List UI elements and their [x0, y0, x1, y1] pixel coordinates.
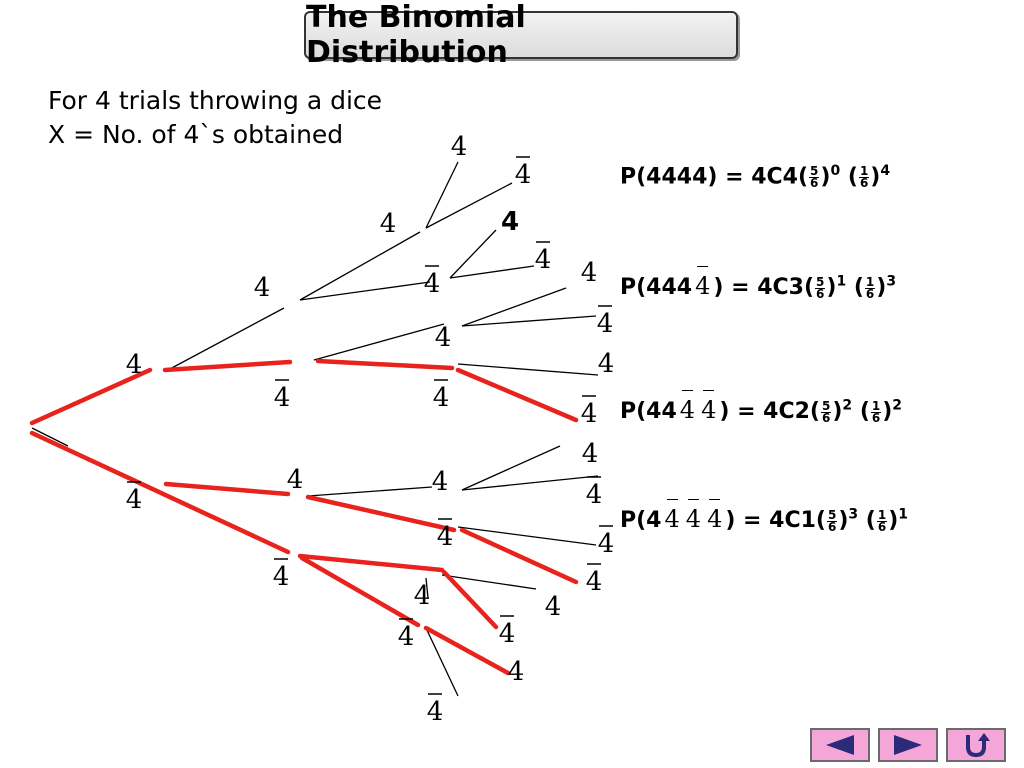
tree-node-not-four: 4	[424, 269, 441, 299]
previous-slide-button[interactable]	[810, 728, 870, 762]
tree-node-four: 4	[451, 132, 468, 162]
tree-node-four: 4	[414, 581, 431, 611]
u-turn-icon	[966, 733, 990, 758]
tree-node-four: 4	[435, 323, 452, 353]
tree-node-four: 4	[582, 439, 599, 469]
tree-node-not-four: 4	[437, 522, 454, 552]
tree-branch	[425, 577, 429, 599]
tree-node-four: 4	[581, 258, 598, 288]
highlighted-branch	[423, 625, 511, 676]
tree-node-not-four: 4	[499, 619, 516, 649]
highlighted-branch	[299, 555, 421, 628]
tree-branch	[449, 265, 535, 279]
tree-node-four: 4	[501, 207, 519, 237]
tree-node-not-four: 4	[273, 562, 290, 592]
next-slide-button[interactable]	[878, 728, 938, 762]
tree-node-not-four: 4	[586, 480, 603, 510]
tree-node-not-four: 4	[581, 399, 598, 429]
tree-node-not-four: 4	[597, 309, 614, 339]
tree-branch	[299, 281, 431, 301]
tree-node-not-four: 4	[515, 160, 532, 190]
tree-branch	[461, 445, 561, 491]
highlighted-branch	[162, 359, 293, 373]
tree-branch	[313, 323, 445, 361]
tree-node-not-four: 4	[274, 383, 291, 413]
tree-node-four: 4	[432, 467, 449, 497]
intro-line-2: X = No. of 4`s obtained	[48, 120, 344, 149]
tree-branch	[461, 315, 597, 327]
tree-node-not-four: 4	[398, 622, 415, 652]
tree-branch	[457, 526, 597, 546]
tree-branch	[461, 287, 567, 327]
intro-text: For 4 trials throwing a dice X = No. of …	[48, 84, 382, 152]
tree-branch	[425, 182, 513, 229]
tree-node-not-four: 4	[126, 485, 143, 515]
tree-node-not-four: 4	[433, 383, 450, 413]
tree-node-four: 4	[545, 592, 562, 622]
not-four-symbol: 4	[664, 499, 680, 533]
tree-node-four: 4	[254, 273, 271, 303]
slide-title: The Binomial Distribution	[304, 0, 738, 70]
not-four-symbol: 4	[685, 499, 702, 533]
tree-branch	[167, 307, 285, 371]
highlighted-paths	[29, 358, 579, 676]
tree-branches	[31, 161, 599, 697]
tree-branch	[449, 229, 497, 279]
highlighted-branch	[29, 367, 153, 426]
triangle-right-icon	[894, 735, 922, 755]
tree-branch	[441, 574, 537, 590]
highlighted-branch	[441, 569, 499, 630]
highlighted-branch	[163, 481, 291, 497]
tree-node-not-four: 4	[586, 567, 603, 597]
highlighted-branch	[455, 367, 579, 423]
not-four-symbol: 4	[695, 266, 711, 300]
tree-node-four: 4	[598, 349, 615, 379]
highlighted-branch	[297, 553, 445, 573]
tree-branch	[31, 427, 69, 447]
highlighted-branch	[315, 358, 455, 371]
highlighted-branch	[459, 527, 579, 585]
not-four-symbol: 4	[707, 499, 723, 533]
tree-branch	[425, 627, 459, 697]
tree-branch	[299, 231, 421, 301]
highlighted-branch	[29, 430, 291, 555]
tree-branch	[307, 486, 433, 497]
triangle-left-icon	[826, 735, 854, 755]
tree-node-not-four: 4	[427, 697, 444, 727]
tree-node-four: 4	[508, 657, 525, 687]
tree-node-four: 4	[126, 350, 143, 380]
tree-branch	[461, 475, 599, 491]
intro-line-1: For 4 trials throwing a dice	[48, 86, 383, 115]
return-button[interactable]	[946, 728, 1006, 762]
highlighted-branch	[305, 494, 457, 533]
slide-title-text: The Binomial Distribution	[306, 0, 526, 70]
tree-node-four: 4	[380, 209, 397, 239]
tree-node-not-four: 4	[535, 245, 552, 275]
not-four-symbol: 4	[701, 390, 717, 424]
not-four-symbol: 4	[679, 390, 696, 424]
tree-branch	[425, 161, 459, 229]
tree-node-not-four: 4	[598, 529, 615, 559]
tree-branch	[457, 363, 599, 376]
tree-node-four: 4	[287, 465, 304, 495]
